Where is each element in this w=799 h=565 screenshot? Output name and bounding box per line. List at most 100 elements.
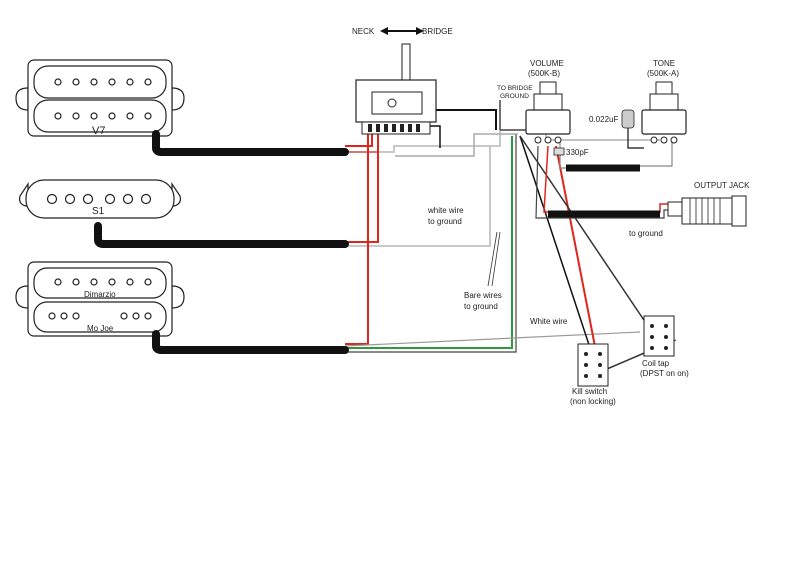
selector-rivet-icon — [387, 98, 397, 108]
arrow-right-icon — [416, 27, 424, 35]
tone-capacitor-icon — [621, 109, 635, 129]
coil-tap-label-2: (DPST on on) — [640, 369, 689, 378]
volume-lugs — [534, 136, 562, 144]
bridge-pickup-model: Mo Joe — [87, 324, 114, 333]
middle-cable — [94, 222, 349, 248]
tone-body — [641, 109, 687, 135]
volume-body — [525, 109, 571, 135]
pickup-cables — [94, 130, 660, 354]
middle-pickup-model: S1 — [92, 206, 105, 217]
volume-pot[interactable] — [525, 81, 571, 144]
bridge-bare-wire — [345, 134, 517, 353]
white-wire-ground-label-1: white wire — [427, 206, 464, 215]
pot-ground-link — [545, 130, 660, 141]
coil-tap-wire — [519, 135, 657, 339]
bare-wires-leader-2 — [491, 231, 501, 287]
neck-cable — [152, 130, 349, 156]
neck-pickup: V7 — [15, 59, 185, 137]
arrow-left-icon — [380, 27, 388, 35]
jack-lugs — [667, 201, 683, 217]
neck-pickup-coil-top — [33, 65, 167, 99]
white-wire-ground-label-2: to ground — [428, 217, 462, 226]
tone-label: TONE — [653, 59, 675, 68]
kill-switch-ground-wire — [519, 135, 599, 373]
tone-capacitor — [621, 109, 635, 129]
kill-switch-label-2: (non locking) — [570, 397, 616, 406]
neck-label: NECK — [352, 27, 375, 36]
neck-hot-wire — [345, 134, 373, 147]
neck-pickup-model: V7 — [92, 125, 105, 137]
tone-return-wire — [640, 138, 673, 167]
output-jack — [667, 195, 747, 227]
selector-lugs — [368, 124, 420, 132]
white-ground-wire — [395, 133, 518, 157]
selector-switch[interactable] — [355, 43, 437, 135]
volume-cap-label: 330pF — [566, 148, 589, 157]
jack-sleeve — [681, 197, 733, 225]
to-bridge-ground-label-2: GROUND — [500, 93, 529, 100]
kill-switch-label-1: Kill switch — [572, 387, 607, 396]
bridge-pickup-coil-top — [33, 267, 167, 299]
jack-nut — [731, 195, 747, 227]
kill-switch-lugs — [584, 352, 602, 378]
tone-shaft[interactable] — [655, 81, 673, 95]
bridge-green-wire — [345, 136, 513, 349]
to-ground-label: to ground — [629, 229, 663, 238]
neck-pole-pieces-top — [54, 78, 152, 86]
coil-tap-switch[interactable] — [643, 315, 675, 357]
kill-switch[interactable] — [577, 343, 609, 387]
bridge-pickup-brand: Dimarzio — [84, 290, 116, 299]
to-bridge-ground-label-1: TO BRIDGE — [497, 85, 533, 92]
jack-thread — [689, 198, 721, 224]
coil-tap-body[interactable] — [643, 315, 675, 357]
bridge-cable — [152, 330, 349, 354]
coil-tap-lugs — [650, 324, 668, 350]
middle-pole-pieces — [46, 193, 152, 205]
bridge-pickup: Dimarzio Mo Joe — [15, 261, 185, 337]
tone-lugs — [650, 136, 678, 144]
tone-pot[interactable] — [641, 81, 687, 144]
bare-wires-leader — [487, 231, 498, 287]
tone-value: (500K-A) — [647, 69, 679, 78]
bare-wires-label-2: to ground — [464, 302, 498, 311]
neck-pickup-coil-bottom — [33, 99, 167, 133]
middle-white-wire — [345, 146, 491, 247]
kill-switch-red-wire — [555, 145, 599, 363]
tone-bushing — [649, 93, 679, 111]
volume-value: (500K-B) — [528, 69, 560, 78]
bridge-label: BRIDGE — [422, 27, 453, 36]
middle-pickup-body — [25, 179, 175, 219]
volume-bushing — [533, 93, 563, 111]
middle-pickup: S1 — [19, 179, 181, 219]
volume-shaft[interactable] — [539, 81, 557, 95]
selector-lever[interactable] — [401, 43, 411, 81]
bridge-white-wire — [344, 331, 641, 347]
neck-pickup-tab-left — [15, 87, 29, 111]
white-wire-label: White wire — [530, 317, 568, 326]
bare-wires-label-1: Bare wires — [464, 291, 502, 300]
bridge-pickup-tab-right — [171, 285, 185, 309]
bridge-pickup-tab-left — [15, 285, 29, 309]
volume-cap — [553, 147, 565, 156]
selector-inner — [371, 91, 423, 115]
tone-cap-label: 0.022uF — [589, 115, 618, 124]
bridge-pole-pieces-bottom — [48, 312, 152, 320]
neck-pickup-tab-right — [171, 87, 185, 111]
output-jack-label: OUTPUT JACK — [694, 181, 750, 190]
treble-bleed-cap-icon — [553, 147, 565, 156]
bridge-hot-wire — [345, 134, 369, 345]
kill-switch-body[interactable] — [577, 343, 609, 387]
coil-tap-label-1: Coil tap — [642, 359, 670, 368]
middle-hot-wire — [345, 134, 379, 243]
volume-label: VOLUME — [530, 59, 564, 68]
wires — [344, 100, 677, 373]
labels: TO BRIDGE GROUND VOLUME (500K-B) TONE (5… — [427, 59, 750, 406]
bridge-pickup-coil-bottom — [33, 301, 167, 333]
volume-to-jack-ground — [535, 145, 676, 219]
selector-direction-header: NECK BRIDGE — [352, 27, 453, 36]
selector-jumper-wire — [430, 125, 441, 148]
bridge-pole-pieces-top — [54, 278, 152, 286]
neck-pole-pieces-bottom — [54, 112, 152, 120]
